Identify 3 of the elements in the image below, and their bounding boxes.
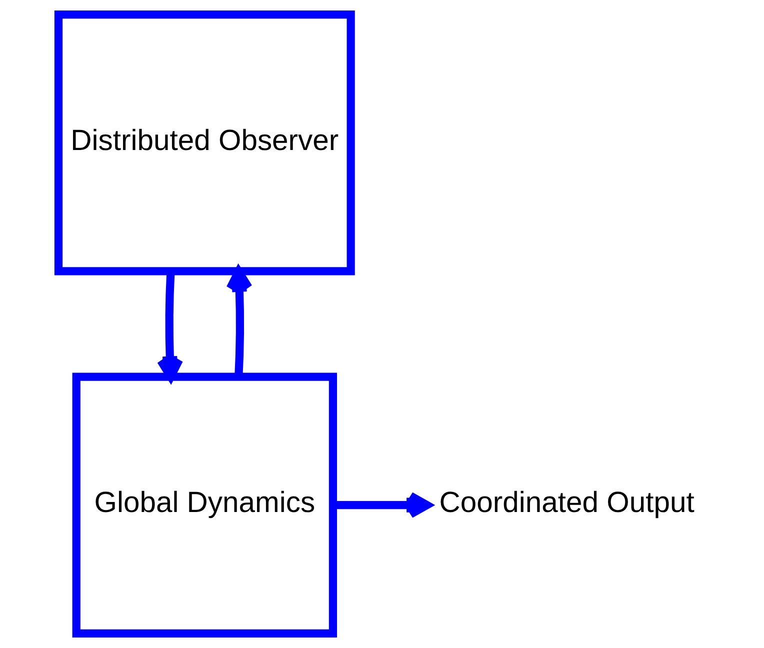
- node-text: Coordinated Output: [438, 487, 694, 520]
- node-box: Distributed Observer: [54, 10, 354, 276]
- node-box: Global Dynamics: [72, 372, 337, 638]
